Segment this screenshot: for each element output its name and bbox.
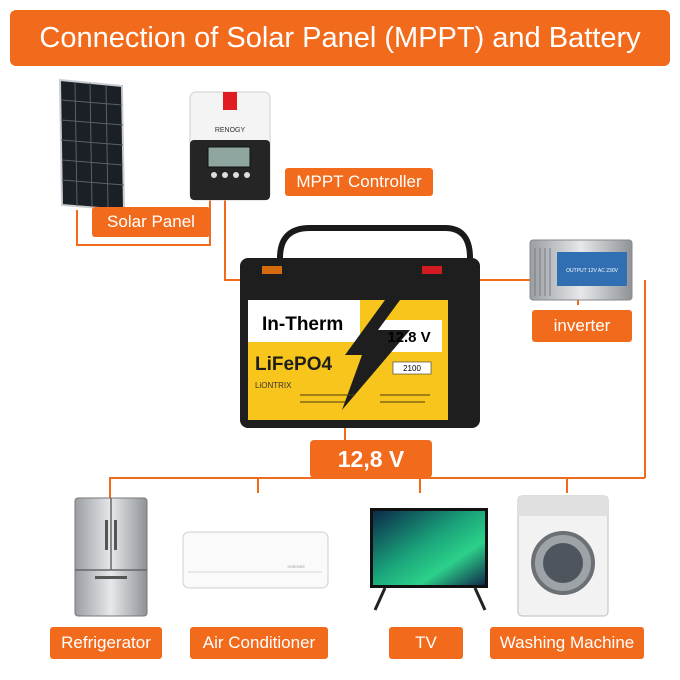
battery-subbrand: LiONTRIX bbox=[255, 381, 292, 390]
battery-image: In-Therm 12.8 V LiFePO4 LiONTRIX 2100 bbox=[240, 225, 480, 428]
battery-brand: In-Therm bbox=[262, 314, 343, 335]
wire-appliance-bus bbox=[109, 477, 645, 498]
tv-label: TV bbox=[389, 627, 463, 659]
wire-panel-to-controller bbox=[76, 200, 211, 246]
controller-brand: RENOGY bbox=[215, 127, 246, 134]
battery-chemistry: LiFePO4 bbox=[255, 354, 333, 375]
inverter-image: OUTPUT 12V AC 230V bbox=[529, 239, 633, 301]
air-conditioner-image: HISENSE bbox=[182, 531, 329, 589]
air-conditioner-label: Air Conditioner bbox=[190, 627, 328, 659]
battery-voltage: 12.8 V bbox=[387, 329, 430, 346]
solar-panel-image bbox=[58, 78, 126, 212]
tv-image bbox=[370, 508, 488, 611]
mppt-controller-label: MPPT Controller bbox=[285, 168, 433, 196]
washing-machine-image bbox=[517, 495, 609, 617]
battery-capacity: 2100 bbox=[403, 364, 421, 373]
solar-panel-label: Solar Panel bbox=[92, 207, 210, 237]
diagram-title: Connection of Solar Panel (MPPT) and Bat… bbox=[10, 10, 670, 66]
air-conditioner-brand: HISENSE bbox=[287, 564, 305, 569]
refrigerator-label: Refrigerator bbox=[50, 627, 162, 659]
voltage-label: 12,8 V bbox=[310, 440, 432, 478]
inverter-label: inverter bbox=[532, 310, 632, 342]
mppt-controller-image: RENOGY bbox=[189, 91, 271, 201]
refrigerator-image bbox=[74, 497, 148, 617]
washing-machine-label: Washing Machine bbox=[490, 627, 644, 659]
inverter-plate: OUTPUT 12V AC 230V bbox=[566, 268, 619, 274]
